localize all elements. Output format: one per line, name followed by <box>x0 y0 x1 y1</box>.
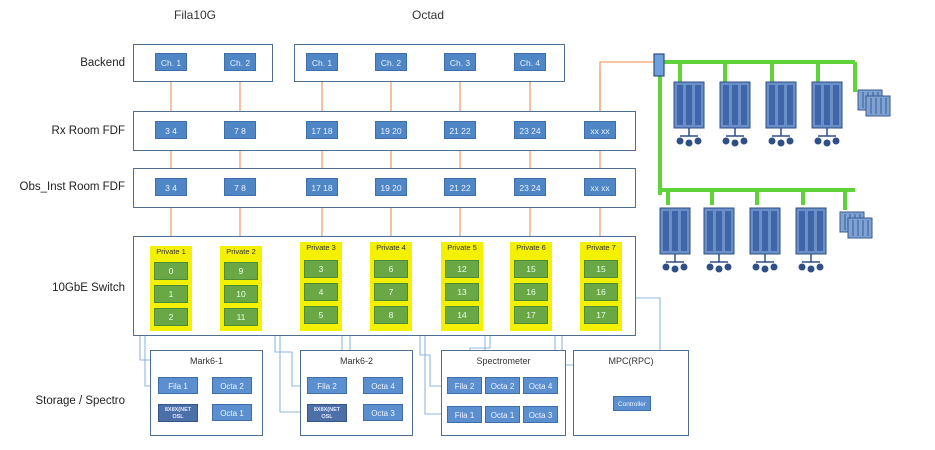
private-group-2: Private 2 9 10 11 <box>220 246 262 331</box>
private-label: Private 1 <box>150 246 192 258</box>
private-label: Private 4 <box>370 242 412 254</box>
switch-port[interactable]: 2 <box>154 308 188 326</box>
mark6-1-octa2[interactable]: Octa 2 <box>212 377 252 394</box>
switch-port[interactable]: 17 <box>514 306 548 324</box>
switch-port[interactable]: 13 <box>445 283 479 301</box>
private-group-4: Private 4 6 7 8 <box>370 242 412 331</box>
switch-port[interactable]: 14 <box>445 306 479 324</box>
network-rack-diagram <box>653 53 891 274</box>
mark6-2-octa3[interactable]: Octa 3 <box>363 404 403 421</box>
mark6-2-title: Mark6-2 <box>339 356 373 366</box>
switch-port[interactable]: 17 <box>584 306 618 324</box>
row-label-obs-fdf: Obs_Inst Room FDF <box>19 181 125 193</box>
backend-octad-ch2[interactable]: Ch. 2 <box>375 53 407 71</box>
backend-fila-ch2[interactable]: Ch. 2 <box>224 53 256 71</box>
row-label-backend: Backend <box>80 57 125 69</box>
spectro-octa1[interactable]: Octa 1 <box>485 406 520 423</box>
switch-port[interactable]: 8 <box>374 306 408 324</box>
backend-fila-ch1[interactable]: Ch. 1 <box>155 53 187 71</box>
spectro-octa3[interactable]: Octa 3 <box>523 406 558 423</box>
private-group-7: Private 7 15 16 17 <box>580 242 622 331</box>
spectro-octa2[interactable]: Octa 2 <box>485 377 520 394</box>
row-label-switch: 10GbE Switch <box>52 282 125 294</box>
private-label: Private 5 <box>441 242 483 254</box>
spectro-fila1[interactable]: Fila 1 <box>447 406 482 423</box>
mark6-2-octa4[interactable]: Octa 4 <box>363 377 403 394</box>
spectro-fila2[interactable]: Fila 2 <box>447 377 482 394</box>
rx-port-5[interactable]: 21 22 <box>444 121 476 139</box>
row-label-storage: Storage / Spectro <box>35 395 126 407</box>
switch-port[interactable]: 15 <box>514 260 548 278</box>
switch-port[interactable]: 5 <box>304 306 338 324</box>
rx-port-3[interactable]: 17 18 <box>306 121 338 139</box>
switch-port[interactable]: 1 <box>154 285 188 303</box>
spectrometer-title: Spectrometer <box>476 356 531 366</box>
switch-port[interactable]: 15 <box>584 260 618 278</box>
vertical-links <box>170 61 655 248</box>
obs-port-4[interactable]: 19 20 <box>375 178 407 196</box>
mark6-1-title: Mark6-1 <box>189 356 223 366</box>
rx-port-7[interactable]: xx xx <box>584 121 616 139</box>
switch-port[interactable]: 9 <box>224 262 258 280</box>
row-label-rx-fdf: Rx Room FDF <box>51 125 125 137</box>
private-label: Private 6 <box>510 242 552 254</box>
octad-header: Octad <box>412 8 445 22</box>
switch-port[interactable]: 16 <box>584 283 618 301</box>
rx-port-6[interactable]: 23 24 <box>514 121 546 139</box>
rx-port-2[interactable]: 7 8 <box>224 121 256 139</box>
obs-port-3[interactable]: 17 18 <box>306 178 338 196</box>
switch-port[interactable]: 11 <box>224 308 258 326</box>
obs-port-2[interactable]: 7 8 <box>224 178 256 196</box>
mpc-box <box>573 350 689 436</box>
private-label: Private 7 <box>580 242 622 254</box>
mark6-2-disk: 8X8X(NET OSL <box>307 404 347 422</box>
obs-port-5[interactable]: 21 22 <box>444 178 476 196</box>
backend-octad-ch3[interactable]: Ch. 3 <box>444 53 476 71</box>
mark6-1-fila1[interactable]: Fila 1 <box>158 377 198 394</box>
backend-octad-ch4[interactable]: Ch. 4 <box>514 53 546 71</box>
switch-port[interactable]: 12 <box>445 260 479 278</box>
rx-port-1[interactable]: 3 4 <box>155 121 187 139</box>
private-label: Private 2 <box>220 246 262 258</box>
private-group-5: Private 5 12 13 14 <box>441 242 483 331</box>
switch-port[interactable]: 0 <box>154 262 188 280</box>
mpc-controller[interactable]: Controller <box>613 396 651 411</box>
rx-fdf-panel <box>133 111 636 151</box>
mark6-1-octa1[interactable]: Octa 1 <box>212 404 252 421</box>
private-label: Private 3 <box>300 242 342 254</box>
spectro-octa4[interactable]: Octa 4 <box>523 377 558 394</box>
fila10g-header: Fila10G <box>174 8 217 22</box>
mark6-1-disk: 8X8X(NET OSL <box>158 404 198 422</box>
switch-uplink-icon <box>653 53 665 77</box>
switch-port[interactable]: 4 <box>304 283 338 301</box>
obs-port-6[interactable]: 23 24 <box>514 178 546 196</box>
network-links <box>658 60 857 210</box>
switch-port[interactable]: 10 <box>224 285 258 303</box>
private-group-1: Private 1 0 1 2 <box>150 246 192 331</box>
backend-octad-ch1[interactable]: Ch. 1 <box>306 53 338 71</box>
switch-port[interactable]: 16 <box>514 283 548 301</box>
obs-port-7[interactable]: xx xx <box>584 178 616 196</box>
mark6-2-fila2[interactable]: Fila 2 <box>307 377 347 394</box>
switch-port[interactable]: 7 <box>374 283 408 301</box>
mpc-title: MPC(RPC) <box>608 356 654 366</box>
private-group-3: Private 3 3 4 5 <box>300 242 342 331</box>
switch-port[interactable]: 3 <box>304 260 338 278</box>
obs-port-1[interactable]: 3 4 <box>155 178 187 196</box>
rx-port-4[interactable]: 19 20 <box>375 121 407 139</box>
private-group-6: Private 6 15 16 17 <box>510 242 552 331</box>
switch-port[interactable]: 6 <box>374 260 408 278</box>
